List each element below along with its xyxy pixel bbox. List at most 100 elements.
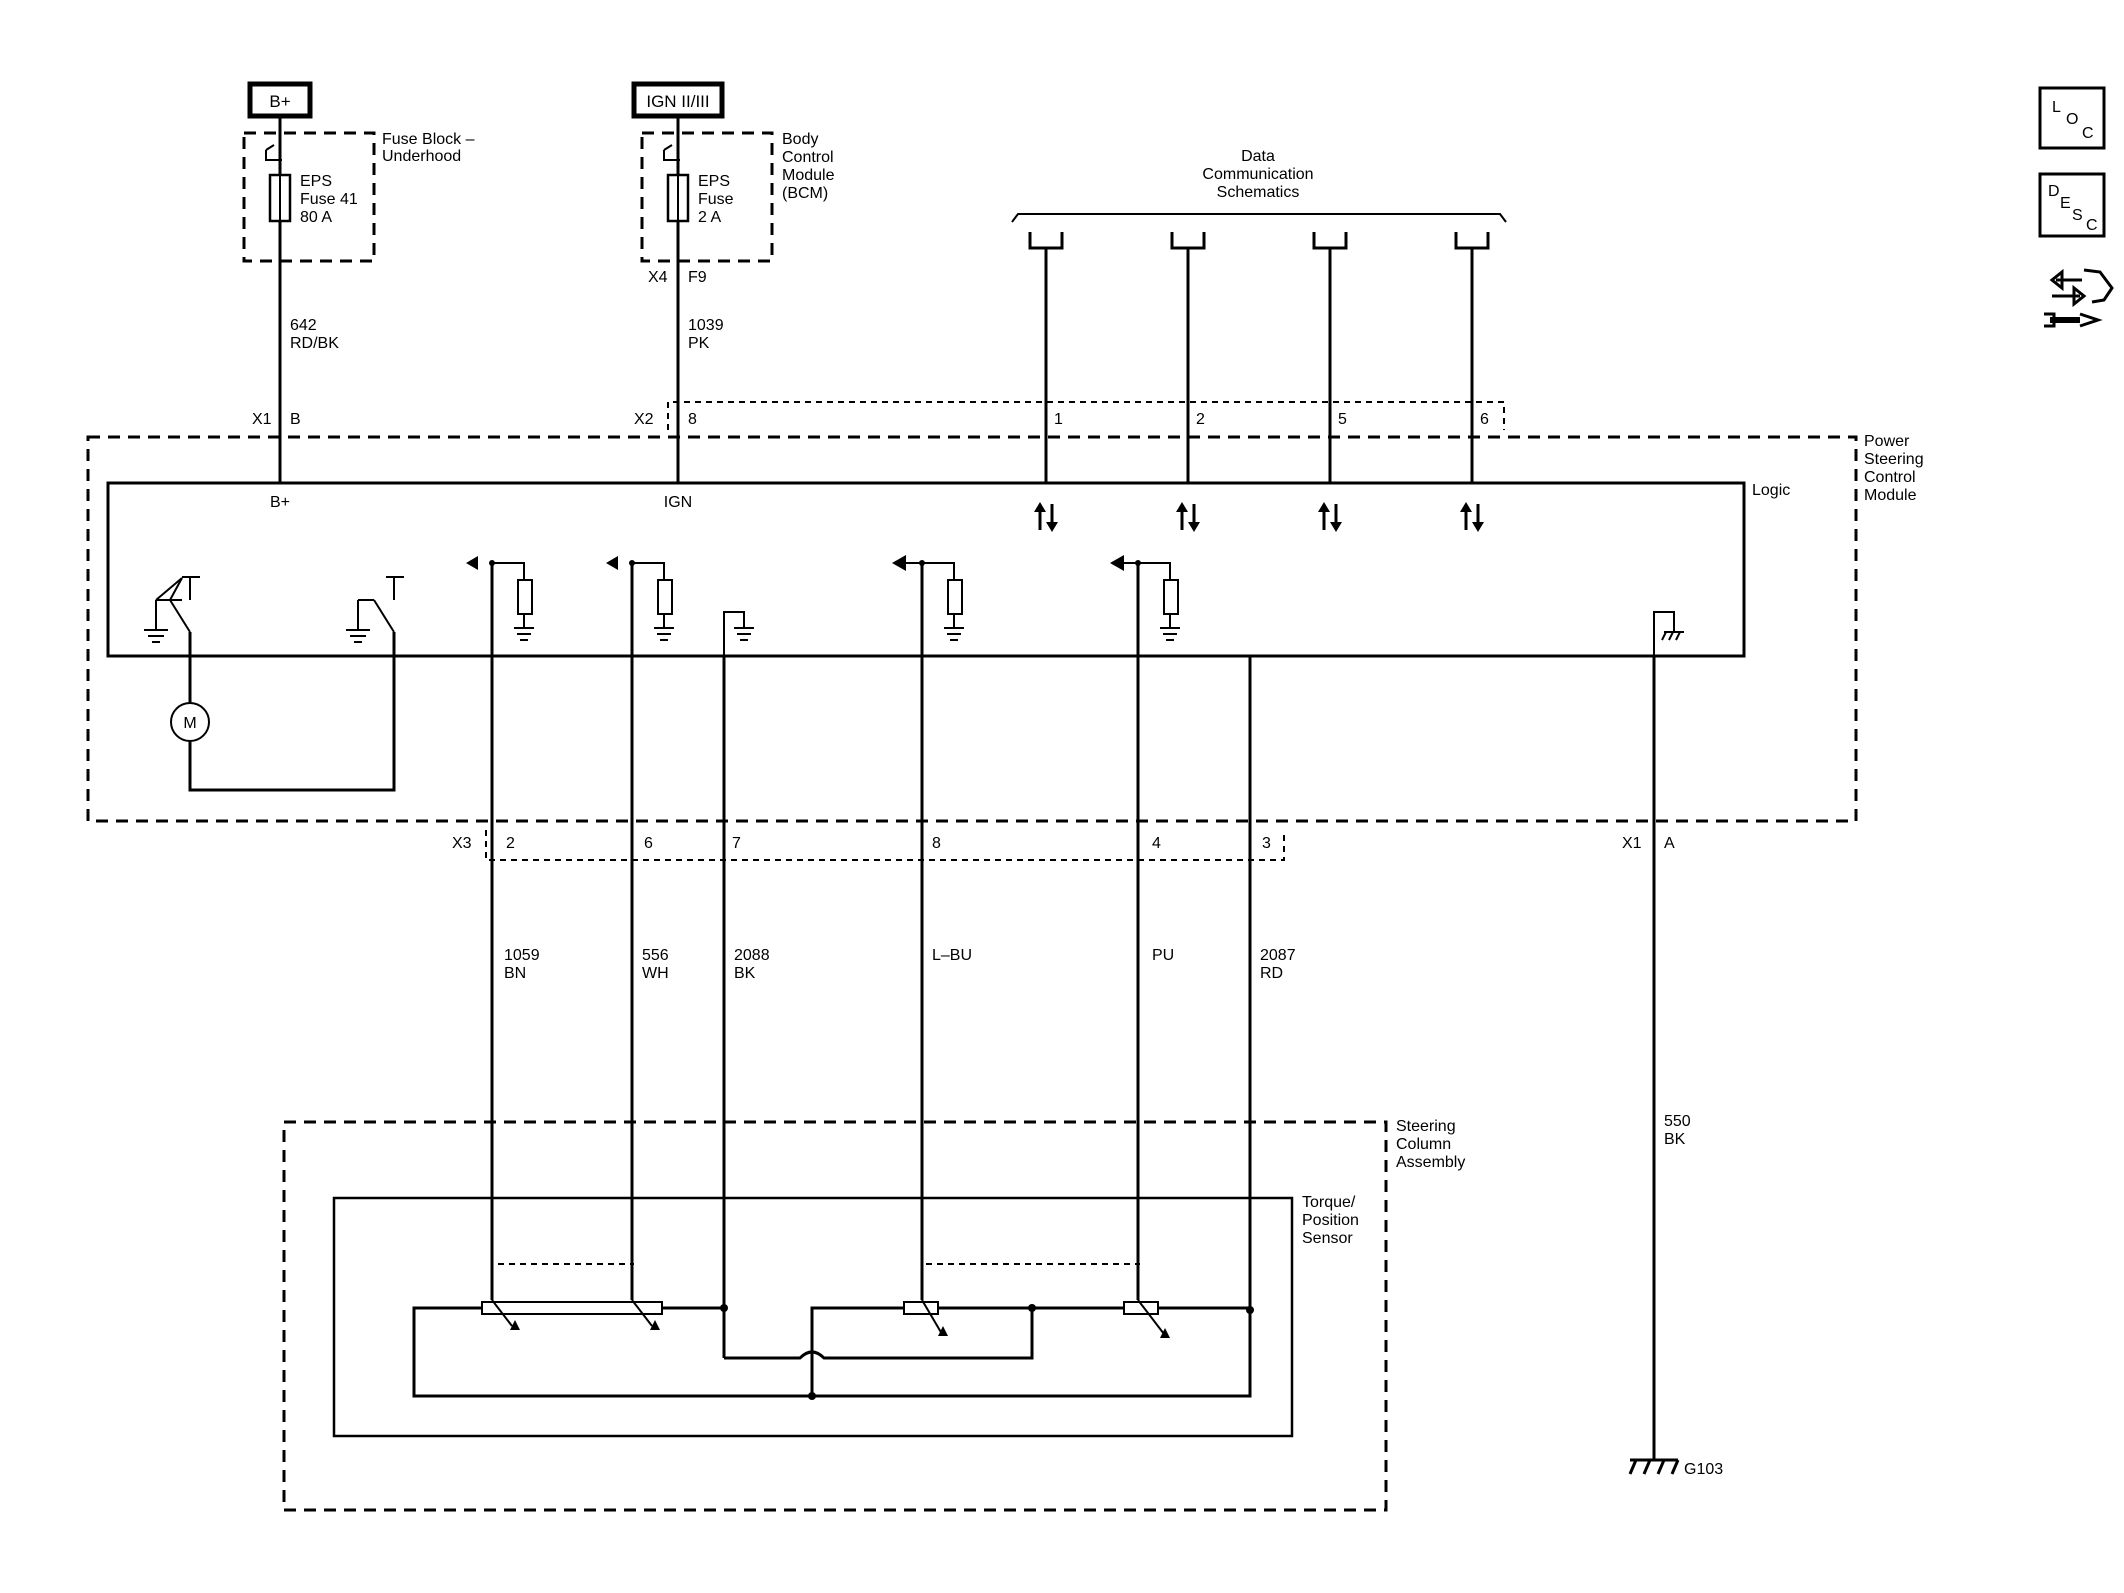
wire-1039-circuit: 1039 — [688, 317, 724, 334]
x2-pin-8: 8 — [688, 411, 697, 428]
wire-556-circuit: 556 — [642, 947, 669, 964]
steering-column-title-2: Column — [1396, 1136, 1451, 1153]
x3-pin-7: 7 — [732, 835, 741, 852]
bcm-title-2: Control — [782, 149, 834, 166]
chassis-ground-internal — [1653, 611, 1684, 656]
ground-g103: G103 — [1628, 1458, 1723, 1478]
wire-556-color: WH — [642, 965, 669, 982]
connector-x2: X2 8 1 2 5 6 — [634, 401, 1505, 430]
wire-550-circuit: 550 — [1664, 1113, 1691, 1130]
data-bidirectional-arrows — [1034, 502, 1484, 532]
wire-pu-color: PU — [1152, 947, 1174, 964]
data-comm-line3: Schematics — [1217, 184, 1300, 201]
battery-label: B+ — [269, 92, 290, 111]
eps-fuse2a-line1: EPS — [698, 173, 730, 190]
wire-2087-circuit: 2087 — [1260, 947, 1296, 964]
sensor-element-2 — [903, 1301, 939, 1315]
power-steering-control-module: Power Steering Control Module Logic B+ I… — [86, 433, 1924, 823]
bcm-title-4: (BCM) — [782, 185, 828, 202]
desc-icon-s: S — [2072, 207, 2083, 224]
loc-icon-o: O — [2066, 111, 2078, 128]
battery-source: B+ — [247, 81, 313, 119]
input-circuit-pin8 — [892, 555, 964, 641]
wire-642-color: RD/BK — [290, 335, 339, 352]
fuse-block-underhood: Fuse Block – Underhood EPS Fuse 41 80 A — [242, 116, 475, 263]
x3-pin-8: 8 — [932, 835, 941, 852]
desc-icon-c: C — [2086, 217, 2098, 234]
wire-2087-color: RD — [1260, 965, 1283, 982]
x2-pin-1: 1 — [1054, 411, 1063, 428]
x3-pin-4: 4 — [1152, 835, 1161, 852]
ignition-label: IGN II/III — [646, 92, 709, 111]
input-circuit-pin6 — [606, 556, 674, 641]
input-circuit-pin2 — [466, 556, 534, 641]
connector-x1-bottom-label: X1 — [1622, 835, 1642, 852]
desc-icon-d: D — [2048, 183, 2060, 200]
steering-column-title-3: Assembly — [1396, 1154, 1465, 1171]
wire-1039-color: PK — [688, 335, 710, 352]
motor-switch-2 — [346, 576, 404, 643]
bcm-connector-x4: X4 — [648, 269, 668, 286]
connector-x1-bottom: X1 A — [1622, 835, 1675, 852]
connector-x3-label: X3 — [452, 835, 472, 852]
eps-fuse2a-line2: Fuse — [698, 191, 734, 208]
loc-icon-l: L — [2052, 99, 2061, 116]
x3-pin-2: 2 — [506, 835, 515, 852]
logic-bplus-label: B+ — [270, 494, 290, 511]
ground-g103-label: G103 — [1684, 1461, 1723, 1478]
desc-icon-e: E — [2060, 195, 2071, 212]
steering-column-title-1: Steering — [1396, 1118, 1456, 1135]
wire-1059-color: BN — [504, 965, 526, 982]
motor: M — [170, 632, 396, 792]
logic-block — [106, 481, 1746, 658]
wire-l-bu-color: L–BU — [932, 947, 972, 964]
fuse-block-title-1: Fuse Block – — [382, 131, 475, 148]
x2-pin-5: 5 — [1338, 411, 1347, 428]
pscm-title-4: Module — [1864, 487, 1917, 504]
pscm-title-2: Steering — [1864, 451, 1924, 468]
wire-2088-circuit: 2088 — [734, 947, 770, 964]
x3-pin-3: 3 — [1262, 835, 1271, 852]
connector-x1-label: X1 — [252, 411, 272, 428]
connector-repair-icon[interactable] — [2044, 268, 2114, 328]
connector-x1-pin-b: B — [290, 411, 301, 428]
motor-label: M — [183, 715, 196, 732]
input-circuit-pin4 — [1110, 555, 1180, 641]
pscm-title-1: Power — [1864, 433, 1910, 450]
data-communication-schematics: Data Communication Schematics — [1011, 148, 1507, 483]
ground-circuit-pin7 — [723, 611, 754, 656]
connector-x2-label: X2 — [634, 411, 654, 428]
motor-switch-1 — [144, 576, 200, 703]
body-control-module: Body Control Module (BCM) EPS Fuse 2 A X… — [640, 116, 835, 286]
data-comm-line2: Communication — [1202, 166, 1313, 183]
x2-pin-6: 6 — [1480, 411, 1489, 428]
loc-icon[interactable]: L O C — [2038, 86, 2106, 150]
loc-icon-c: C — [2082, 125, 2094, 142]
ignition-source: IGN II/III — [631, 81, 725, 119]
data-comm-line1: Data — [1241, 148, 1275, 165]
connector-x1-pin-a: A — [1664, 835, 1675, 852]
connector-x3: X3 2 6 7 8 4 3 — [452, 830, 1285, 861]
wire-1059-circuit: 1059 — [504, 947, 540, 964]
eps-fuse41-line3: 80 A — [300, 209, 332, 226]
logic-ign-label: IGN — [664, 494, 692, 511]
eps-fuse41-line1: EPS — [300, 173, 332, 190]
wire-2088-color: BK — [734, 965, 756, 982]
torque-sensor-title-3: Sensor — [1302, 1230, 1353, 1247]
torque-position-sensor: Torque/ Position Sensor — [332, 1194, 1359, 1438]
bcm-title-3: Module — [782, 167, 835, 184]
logic-label: Logic — [1752, 482, 1790, 499]
steering-column-assembly: Steering Column Assembly — [282, 1118, 1465, 1512]
x2-pin-2: 2 — [1196, 411, 1205, 428]
wire-550-color: BK — [1664, 1131, 1686, 1148]
fuse-block-title-2: Underhood — [382, 148, 461, 165]
x3-pin-6: 6 — [644, 835, 653, 852]
wire-642-circuit: 642 — [290, 317, 317, 334]
desc-icon[interactable]: D E S C — [2038, 172, 2106, 238]
connector-x1-top: X1 B — [252, 411, 301, 428]
torque-sensor-title-1: Torque/ — [1302, 1194, 1356, 1211]
bcm-title-1: Body — [782, 131, 818, 148]
eps-fuse41-line2: Fuse 41 — [300, 191, 358, 208]
torque-sensor-title-2: Position — [1302, 1212, 1359, 1229]
